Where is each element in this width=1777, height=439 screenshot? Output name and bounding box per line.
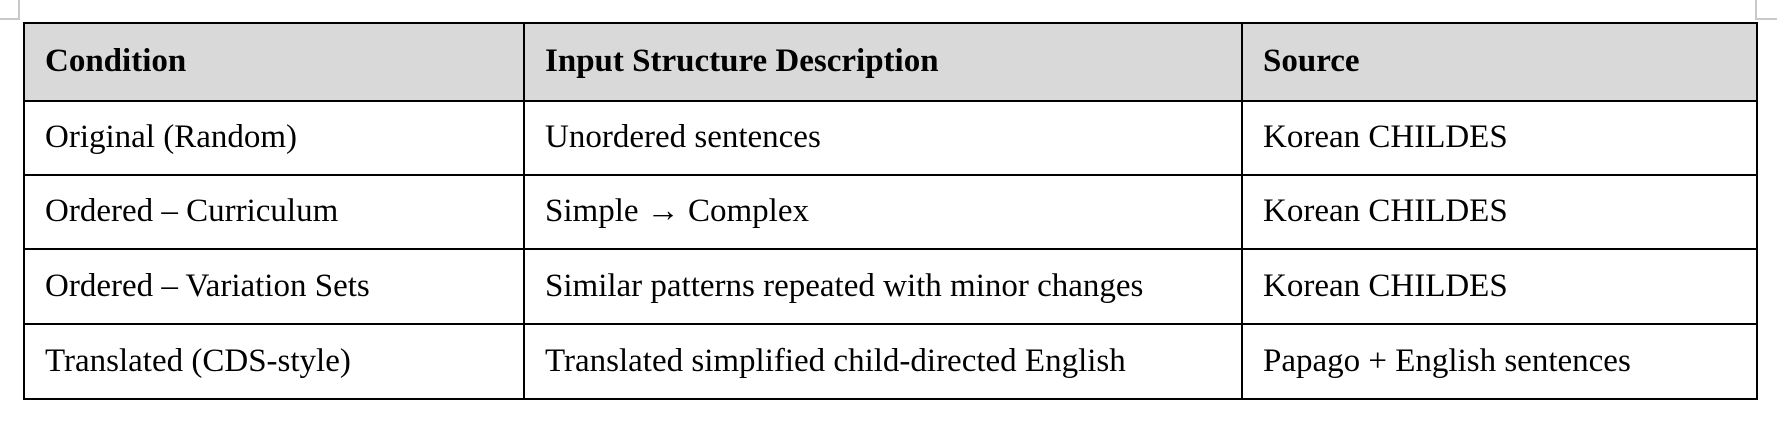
cell-source: Korean CHILDES — [1241, 174, 1758, 250]
cell-condition: Ordered – Curriculum — [23, 174, 525, 250]
cell-source: Papago + English sentences — [1241, 323, 1758, 400]
table-row: Ordered – Curriculum Simple → Complex Ko… — [23, 174, 1758, 250]
table-row: Original (Random) Unordered sentences Ko… — [23, 100, 1758, 176]
cell-source: Korean CHILDES — [1241, 248, 1758, 325]
cell-description: Unordered sentences — [523, 100, 1243, 176]
cell-description: Similar patterns repeated with minor cha… — [523, 248, 1243, 325]
page-top-edge — [0, 0, 1777, 20]
cell-condition: Translated (CDS-style) — [23, 323, 525, 400]
page-corner-mark-right — [1755, 0, 1777, 20]
header-source: Source — [1241, 22, 1758, 102]
header-input-structure-description: Input Structure Description — [523, 22, 1243, 102]
cell-description: Simple → Complex — [523, 174, 1243, 250]
cell-condition: Original (Random) — [23, 100, 525, 176]
table-row: Translated (CDS-style) Translated simpli… — [23, 323, 1758, 400]
table-body: Original (Random) Unordered sentences Ko… — [23, 100, 1758, 400]
page-corner-mark-left — [0, 0, 20, 20]
cell-source: Korean CHILDES — [1241, 100, 1758, 176]
cell-condition: Ordered – Variation Sets — [23, 248, 525, 325]
conditions-table: Condition Input Structure Description So… — [23, 22, 1758, 400]
header-condition: Condition — [23, 22, 525, 102]
cell-description: Translated simplified child-directed Eng… — [523, 323, 1243, 400]
table-row: Ordered – Variation Sets Similar pattern… — [23, 248, 1758, 325]
table-header: Condition Input Structure Description So… — [23, 22, 1758, 102]
table-header-row: Condition Input Structure Description So… — [23, 22, 1758, 102]
